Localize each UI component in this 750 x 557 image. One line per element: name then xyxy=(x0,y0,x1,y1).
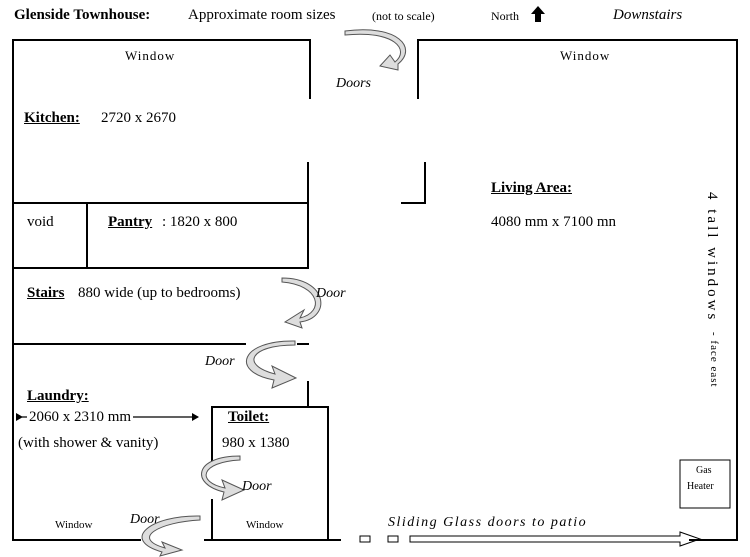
pantry-size: : 1820 x 800 xyxy=(162,214,238,230)
living-area-name: Living Area: xyxy=(491,180,572,196)
living-area-size: 4080 mm x 7100 mn xyxy=(491,214,617,230)
void-label: void xyxy=(27,214,54,230)
laundry-size: 2060 x 2310 mm xyxy=(27,409,134,425)
laundry-note: (with shower & vanity) xyxy=(18,435,159,451)
north-arrow-icon xyxy=(531,6,545,22)
plan-note: (not to scale) xyxy=(372,9,435,23)
level-label: Downstairs xyxy=(613,7,683,23)
sliding-door-markers xyxy=(359,531,702,547)
laundry-window-label: Window xyxy=(55,519,93,531)
east-windows-sublabel: - face east xyxy=(708,332,720,388)
toilet-size: 980 x 1380 xyxy=(222,435,290,451)
plan-title: Glenside Townhouse: xyxy=(14,7,151,23)
stairs-door-swing xyxy=(281,277,322,329)
laundry-door-swing xyxy=(245,340,298,389)
toilet-door-swing xyxy=(201,455,246,501)
bottom-door-label: Door xyxy=(130,512,160,527)
stairs-door-label: Door xyxy=(316,286,346,301)
sliding-doors-label: Sliding Glass doors to patio xyxy=(388,515,588,530)
laundry-door-label: Door xyxy=(205,354,235,369)
living-window-label: Window xyxy=(560,48,611,63)
laundry-name: Laundry: xyxy=(27,388,89,404)
gas-heater-line2: Heater xyxy=(687,481,714,492)
east-windows-label: 4 tall windows xyxy=(704,192,720,323)
north-label: North xyxy=(491,9,519,23)
bottom-door-swing xyxy=(141,515,201,557)
kitchen-name: Kitchen: xyxy=(24,110,80,126)
top-doors-label: Doors xyxy=(336,76,372,91)
gas-heater-line1: Gas xyxy=(696,465,712,476)
stairs-name: Stairs xyxy=(27,285,65,301)
toilet-window-label: Window xyxy=(246,519,284,531)
stairs-size: 880 wide (up to bedrooms) xyxy=(78,285,241,301)
kitchen-window-label: Window xyxy=(125,48,176,63)
toilet-name: Toilet: xyxy=(228,409,270,425)
pantry-name: Pantry xyxy=(108,214,153,230)
door-swing-arrows xyxy=(141,29,407,557)
kitchen-size: 2720 x 2670 xyxy=(101,110,176,126)
plan-subtitle: Approximate room sizes xyxy=(188,7,336,23)
toilet-door-label: Door xyxy=(242,479,272,494)
gas-heater-box xyxy=(679,459,731,509)
doors-top-swing xyxy=(344,29,407,71)
